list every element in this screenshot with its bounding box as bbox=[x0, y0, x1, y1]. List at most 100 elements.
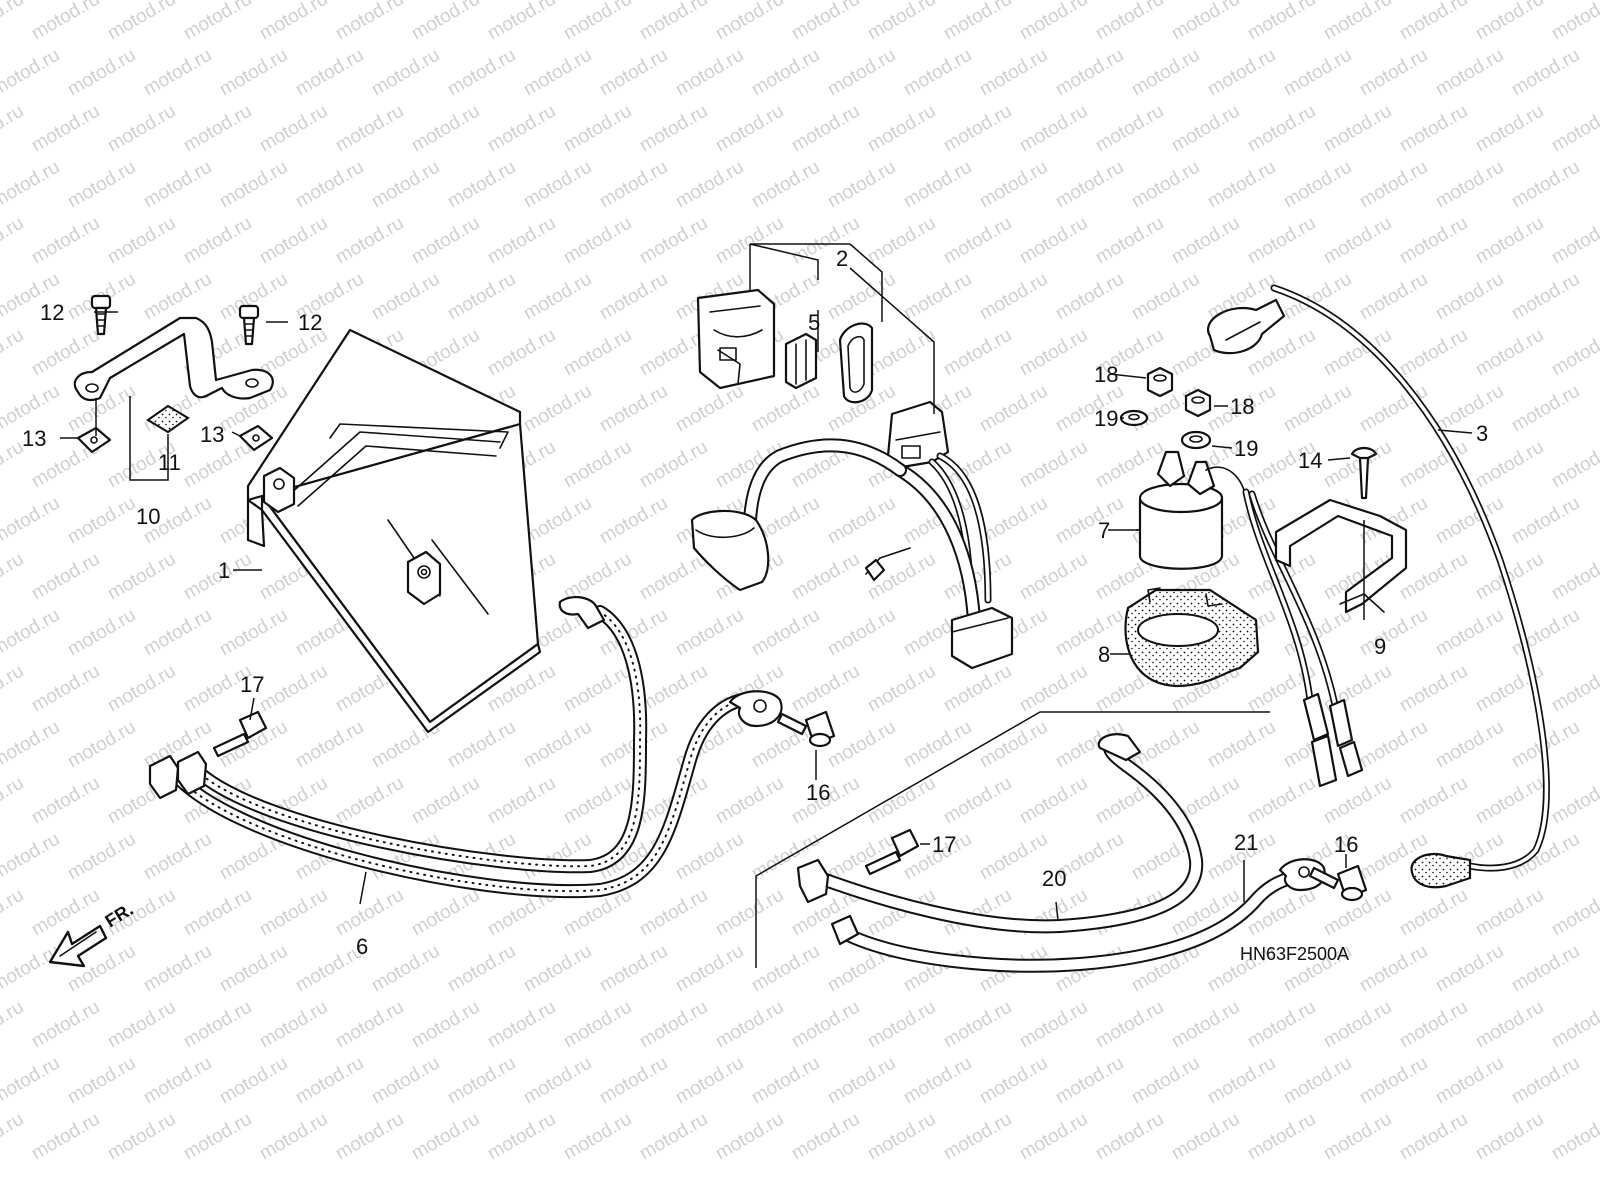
watermark-text: motod.ru bbox=[1092, 997, 1167, 1053]
callout-20: 20 bbox=[1042, 866, 1066, 891]
clip-nut-13-left[interactable] bbox=[76, 426, 112, 454]
watermark-text: motod.ru bbox=[1396, 325, 1471, 381]
callout-14: 14 bbox=[1298, 448, 1322, 473]
watermark-text: motod.ru bbox=[712, 1109, 787, 1165]
watermark-text: motod.ru bbox=[520, 1053, 595, 1109]
watermark-text: motod.ru bbox=[368, 269, 443, 325]
fuse-sub-harness[interactable] bbox=[690, 288, 1014, 670]
watermark-text: motod.ru bbox=[900, 717, 975, 773]
watermark-text: motod.ru bbox=[864, 773, 939, 829]
battery-cable-21[interactable] bbox=[830, 858, 1326, 973]
watermark-text: motod.ru bbox=[1016, 1109, 1091, 1165]
watermark-text: motod.ru bbox=[788, 1109, 863, 1165]
watermark-text: motod.ru bbox=[1472, 1109, 1547, 1165]
watermark-text: motod.ru bbox=[520, 493, 595, 549]
watermark-text: motod.ru bbox=[484, 773, 559, 829]
watermark-text: motod.ru bbox=[712, 101, 787, 157]
watermark-text: motod.ru bbox=[1432, 605, 1507, 661]
watermark-text: motod.ru bbox=[408, 213, 483, 269]
watermark-text: motod.ru bbox=[976, 45, 1051, 101]
starter-motor-cable[interactable] bbox=[1207, 284, 1550, 889]
watermark-text: motod.ru bbox=[216, 157, 291, 213]
battery-cable-20[interactable] bbox=[796, 733, 1204, 934]
watermark-text: motod.ru bbox=[180, 1109, 255, 1165]
watermark-text: motod.ru bbox=[864, 101, 939, 157]
starter-relay[interactable] bbox=[1138, 450, 1364, 788]
washer-19-right[interactable] bbox=[1180, 430, 1212, 450]
watermark-text: motod.ru bbox=[216, 45, 291, 101]
watermark-text: motod.ru bbox=[672, 157, 747, 213]
bolt-12-left[interactable] bbox=[90, 294, 112, 336]
watermark-text: motod.ru bbox=[1244, 1109, 1319, 1165]
nut-18-right[interactable] bbox=[1184, 388, 1212, 418]
watermark-text: motod.ru bbox=[180, 101, 255, 157]
watermark-text: motod.ru bbox=[748, 605, 823, 661]
clip-nut-13-right[interactable] bbox=[238, 424, 274, 452]
watermark-text: motod.ru bbox=[1356, 269, 1431, 325]
watermark-text: motod.ru bbox=[788, 549, 863, 605]
battery-holder[interactable] bbox=[73, 316, 274, 402]
watermark-text: motod.ru bbox=[0, 1053, 63, 1109]
watermark-text: motod.ru bbox=[940, 325, 1015, 381]
watermark-text: motod.ru bbox=[824, 605, 899, 661]
nut-18-top[interactable] bbox=[1146, 366, 1174, 398]
watermark-text: motod.ru bbox=[180, 885, 255, 941]
flange-bolt-17-right[interactable] bbox=[864, 828, 920, 876]
watermark-text: motod.ru bbox=[1396, 1109, 1471, 1165]
watermark-text: motod.ru bbox=[1356, 717, 1431, 773]
watermark-text: motod.ru bbox=[104, 997, 179, 1053]
watermark-text: motod.ru bbox=[104, 1109, 179, 1165]
screw-14[interactable] bbox=[1350, 446, 1378, 500]
watermark-text: motod.ru bbox=[520, 45, 595, 101]
watermark-text: motod.ru bbox=[444, 717, 519, 773]
watermark-text: motod.ru bbox=[976, 381, 1051, 437]
watermark-text: motod.ru bbox=[1356, 605, 1431, 661]
watermark-text: motod.ru bbox=[824, 45, 899, 101]
watermark-text: motod.ru bbox=[1472, 325, 1547, 381]
watermark-text: motod.ru bbox=[1016, 325, 1091, 381]
watermark-text: motod.ru bbox=[1396, 549, 1471, 605]
watermark-text: motod.ru bbox=[1396, 885, 1471, 941]
relay-rubber-mount[interactable] bbox=[1124, 587, 1260, 688]
watermark-text: motod.ru bbox=[712, 885, 787, 941]
washer-19-left[interactable] bbox=[1119, 409, 1149, 427]
watermark-text: motod.ru bbox=[1168, 101, 1243, 157]
watermark-text: motod.ru bbox=[1128, 45, 1203, 101]
watermark-text: motod.ru bbox=[0, 605, 63, 661]
flange-bolt-16-left[interactable] bbox=[776, 710, 836, 748]
watermark-text: motod.ru bbox=[1016, 661, 1091, 717]
bolt-12-right[interactable] bbox=[238, 304, 260, 346]
watermark-text: motod.ru bbox=[408, 101, 483, 157]
watermark-text: motod.ru bbox=[140, 829, 215, 885]
flange-bolt-17-left[interactable] bbox=[212, 710, 268, 758]
watermark-text: motod.ru bbox=[672, 1053, 747, 1109]
watermark-text: motod.ru bbox=[0, 213, 27, 269]
watermark-text: motod.ru bbox=[1168, 0, 1243, 44]
watermark-text: motod.ru bbox=[332, 1109, 407, 1165]
watermark-text: motod.ru bbox=[0, 493, 63, 549]
watermark-text: motod.ru bbox=[0, 0, 27, 44]
watermark-text: motod.ru bbox=[1016, 437, 1091, 493]
watermark-text: motod.ru bbox=[1396, 773, 1471, 829]
watermark-text: motod.ru bbox=[140, 269, 215, 325]
watermark-text: motod.ru bbox=[748, 157, 823, 213]
watermark-text: motod.ru bbox=[256, 1109, 331, 1165]
callout-18-top: 18 bbox=[1094, 362, 1118, 387]
callout-9: 9 bbox=[1374, 634, 1386, 659]
watermark-text: motod.ru bbox=[64, 605, 139, 661]
watermark-text: motod.ru bbox=[104, 0, 179, 44]
flange-bolt-16-right[interactable] bbox=[1308, 864, 1368, 902]
watermark-text: motod.ru bbox=[940, 773, 1015, 829]
watermark-text: motod.ru bbox=[140, 941, 215, 997]
watermark-text: motod.ru bbox=[560, 549, 635, 605]
watermark-text: motod.ru bbox=[1548, 1109, 1600, 1165]
battery-cable-6[interactable] bbox=[148, 596, 783, 899]
watermark-text: motod.ru bbox=[712, 997, 787, 1053]
watermark-text: motod.ru bbox=[560, 1109, 635, 1165]
cushion-pad-11[interactable] bbox=[146, 404, 190, 434]
battery[interactable] bbox=[246, 328, 542, 734]
watermark-text: motod.ru bbox=[408, 0, 483, 44]
watermark-text: motod.ru bbox=[520, 157, 595, 213]
watermark-text: motod.ru bbox=[1432, 157, 1507, 213]
